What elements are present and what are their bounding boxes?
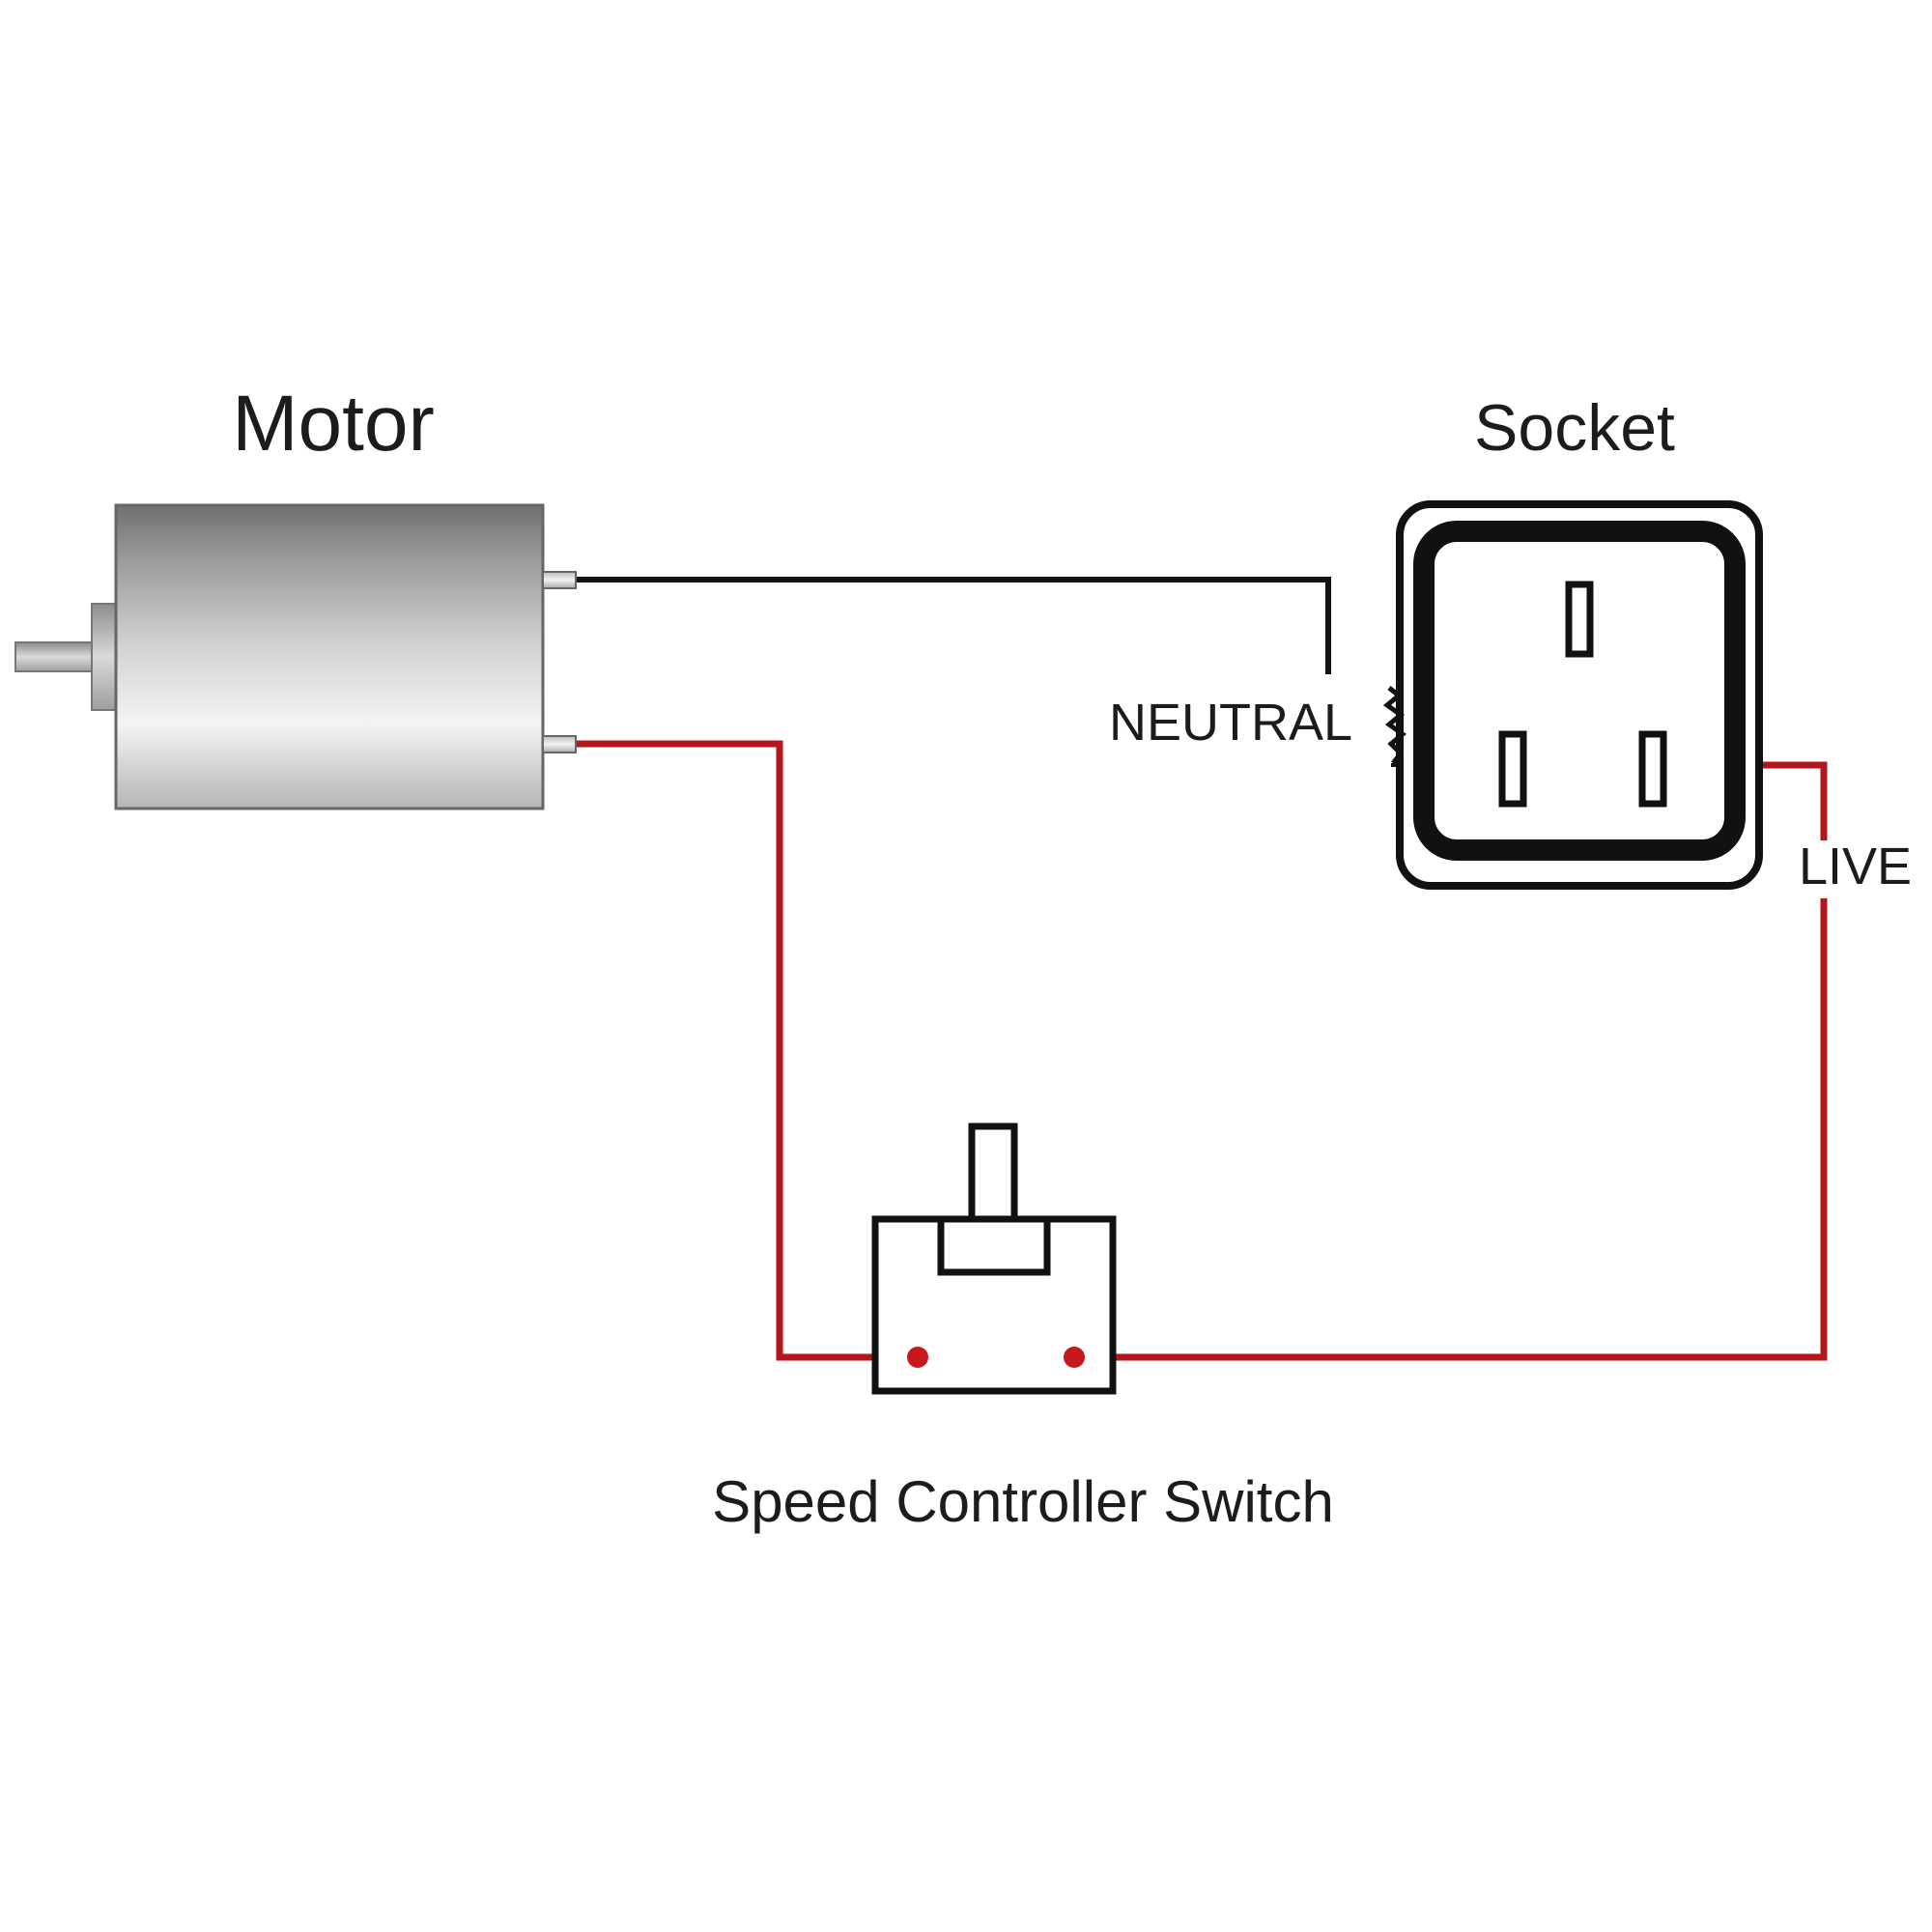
- neutral-wire: [576, 577, 1331, 674]
- motor-label: Motor: [232, 380, 435, 468]
- socket-earth-pin: [1565, 581, 1594, 658]
- socket-inner-face: [1413, 521, 1746, 861]
- motor-end-cap: [91, 603, 119, 711]
- socket-icon: [1382, 500, 1763, 890]
- live-wire-switch-to-socket: [1074, 898, 1828, 1361]
- switch-terminal-right: [1064, 1347, 1085, 1368]
- motor-body: [114, 503, 545, 810]
- switch-shaft-mount: [937, 1215, 1051, 1276]
- socket-label: Socket: [1474, 391, 1675, 465]
- live-label: LIVE: [1799, 838, 1912, 895]
- motor-terminal-top: [542, 571, 577, 589]
- neutral-label: NEUTRAL: [1109, 694, 1352, 752]
- motor-terminal-bottom: [542, 735, 577, 753]
- motor-icon: [14, 503, 577, 810]
- socket-neutral-pin: [1498, 730, 1527, 808]
- switch-label: Speed Controller Switch: [712, 1469, 1334, 1534]
- live-wire-motor-to-switch: [576, 740, 918, 1361]
- motor-shaft: [14, 641, 99, 672]
- socket-live-pin: [1638, 730, 1667, 808]
- speed-controller-switch-icon: [871, 1122, 1117, 1395]
- switch-terminal-left: [907, 1347, 928, 1368]
- socket-neutral-clip: [1382, 686, 1407, 765]
